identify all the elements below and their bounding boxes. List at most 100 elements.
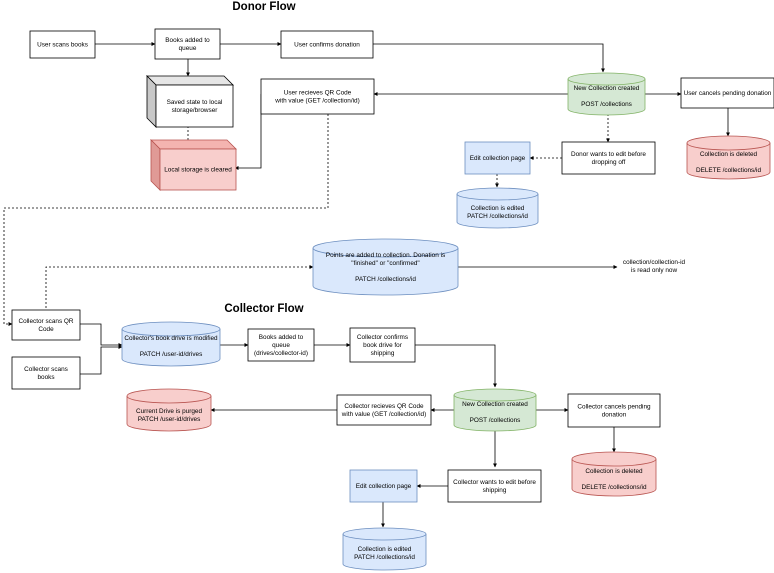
edge-qr-to-cleared — [234, 94, 262, 170]
edge-confirms-to-new-collection — [415, 344, 497, 388]
node-label-line: Collection is edited — [358, 546, 412, 553]
node-label-line: Collector scans QR — [18, 318, 73, 325]
node-label-line: User recieves QR Code — [284, 90, 352, 97]
node-label-line: Edit collection page — [356, 483, 412, 490]
node-label-line: Current Drive is purged — [136, 408, 203, 415]
node-label-line: Saved state to local — [167, 99, 223, 106]
node-label: Points are added to collection. Donation… — [326, 252, 445, 283]
node-label-line: User scans books — [37, 42, 88, 49]
edge-qr-scan-to-drive — [80, 323, 123, 347]
node-label-line: Collector's book drive is modified — [124, 335, 218, 342]
node-label-line: queue — [272, 342, 290, 349]
node-label-line: is read only now — [631, 267, 678, 274]
node-label-line: Collector confirms — [357, 334, 408, 341]
node-label-line: DELETE /collections/id — [696, 167, 761, 174]
edges — [3, 42, 730, 528]
node-user-cancels: User cancels pending donation — [680, 77, 774, 109]
node-label-line: with value (GET /collection/id) — [274, 98, 359, 105]
node-label: Edit collection page — [470, 155, 526, 162]
node-label-line — [494, 409, 496, 416]
node-label-line: Collection is edited — [471, 205, 525, 212]
node-label: Collection is deleted DELETE /collection… — [582, 468, 647, 491]
node-label-line: "finished" or "confirmed" — [351, 260, 419, 267]
node-edit-collection-page-donor: Edit collection page — [464, 141, 531, 175]
node-label-line — [728, 159, 730, 166]
node-label-line: with value (GET /collection/id) — [341, 411, 426, 418]
node-label-line: collection/collection-id — [623, 259, 686, 266]
node-label: User confirms donation — [294, 42, 360, 49]
node-label-line: dropping off — [592, 159, 626, 166]
node-user-scans-books: User scans books — [29, 30, 96, 59]
node-label-line: Collector recieves QR Code — [344, 403, 424, 410]
node-collection-deleted-collector: Collection is deleted DELETE /collection… — [571, 451, 657, 497]
node-new-collection-collector: New Collection created POST /collections — [453, 388, 537, 432]
node-label: New Collection created POST /collections — [462, 401, 528, 424]
node-label: Collector's book drive is modified PATCH… — [124, 335, 218, 358]
node-label-line: shipping — [371, 350, 395, 357]
edge-qr-to-collector-scan — [3, 114, 329, 326]
node-label-line: donation — [602, 412, 627, 419]
node-label-line: DELETE /collections/id — [582, 484, 647, 491]
node-label-line: PATCH /user-id/drives — [140, 351, 203, 358]
node-label: User cancels pending donation — [684, 90, 772, 97]
node-user-confirms-donation: User confirms donation — [280, 30, 374, 59]
node-label: Collection is deleted DELETE /collection… — [696, 151, 761, 174]
node-label-line: books — [37, 374, 54, 381]
node-edit-collection-page-collector: Edit collection page — [349, 469, 418, 503]
node-label-line: POST /collections — [470, 417, 521, 424]
node-label-line: Local storage is cleared — [164, 167, 232, 174]
node-label-line: shipping — [483, 487, 507, 494]
node-label-line: Collector cancels pending — [577, 404, 651, 411]
node-label: Edit collection page — [356, 483, 412, 490]
node-collection-deleted-donor: Collection is deleted DELETE /collection… — [686, 135, 771, 180]
node-label-line: User confirms donation — [294, 42, 360, 49]
node-label-line: PATCH /collections/id — [467, 213, 528, 220]
node-label: User scans books — [37, 42, 88, 49]
node-label-line: Collector wants to edit before — [453, 479, 536, 486]
edge-confirm-to-new-collection — [373, 43, 605, 73]
donor-flow-title: Donor Flow — [232, 1, 295, 13]
node-local-storage-cleared: Local storage is cleared — [150, 139, 237, 191]
node-label-line: PATCH /collections/id — [354, 554, 415, 561]
node-label-line: book drive for — [363, 342, 403, 349]
node-label-line: Points are added to collection. Donation… — [326, 252, 445, 259]
node-label-line: (drives/collector-id) — [254, 350, 308, 357]
node-label-line: New Collection created — [574, 85, 640, 92]
node-points-added: Points are added to collection. Donation… — [312, 238, 459, 296]
node-label: New Collection created POST /collections — [574, 85, 640, 108]
node-label-line: Collection is deleted — [700, 151, 758, 158]
node-label-line: PATCH /user-id/drives — [138, 416, 201, 423]
node-drive-modified: Collector's book drive is modified PATCH… — [121, 321, 221, 367]
node-label-line: Books added to — [259, 334, 304, 341]
edge-collector-scan-to-points — [45, 265, 314, 316]
node-label-line: Edit collection page — [470, 155, 526, 162]
node-label-line: storage/browser — [172, 107, 219, 114]
node-label-line — [170, 343, 172, 350]
node-label-line: Books added to — [165, 37, 210, 44]
